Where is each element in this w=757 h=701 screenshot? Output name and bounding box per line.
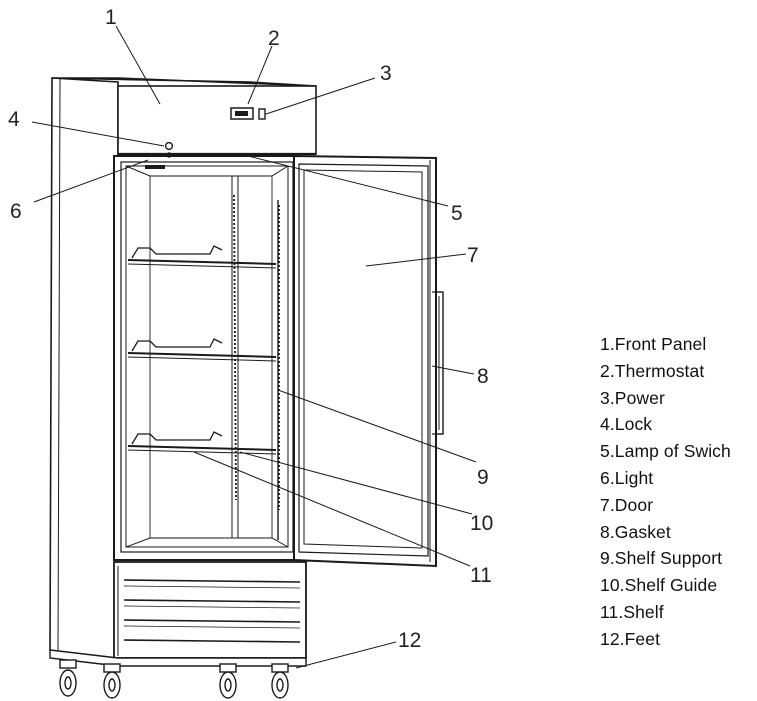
callout-3: 3 <box>380 62 392 85</box>
leader-lines <box>31 25 477 669</box>
legend-item: 7.Door <box>600 494 654 515</box>
legend-item: 2.Thermostat <box>600 360 705 381</box>
callout-5: 5 <box>451 202 463 225</box>
caster-3 <box>219 663 237 699</box>
legend-item: 5.Lamp of Swich <box>600 441 731 462</box>
shelf-top <box>127 245 277 269</box>
callout-7: 7 <box>467 244 479 267</box>
legend-item: 9.Shelf Support <box>600 548 723 569</box>
callout-8: 8 <box>477 365 489 388</box>
caster-4 <box>271 663 289 699</box>
caster-2 <box>103 663 121 699</box>
base-grille <box>49 561 307 667</box>
callout-2: 2 <box>268 27 280 50</box>
callout-numbers: 1 2 3 4 5 6 7 8 9 10 11 12 <box>8 6 493 652</box>
legend-item: 8.Gasket <box>600 521 671 542</box>
callout-1: 1 <box>105 6 117 29</box>
caster-1 <box>59 659 77 697</box>
callout-9: 9 <box>477 466 489 489</box>
cabinet-body <box>49 77 317 666</box>
legend-item: 10.Shelf Guide <box>600 575 718 596</box>
callout-12: 12 <box>398 629 421 652</box>
legend-item: 11.Shelf <box>600 601 664 622</box>
legend-item: 12.Feet <box>600 628 661 649</box>
legend-item: 3.Power <box>600 387 665 408</box>
shelves <box>127 245 277 455</box>
shelf-middle <box>127 338 277 362</box>
shelf-bottom <box>127 431 277 455</box>
callout-6: 6 <box>10 200 22 223</box>
callout-4: 4 <box>8 108 20 131</box>
callout-11: 11 <box>470 564 492 587</box>
feet <box>59 659 289 699</box>
parts-legend: 1.Front Panel 2.Thermostat 3.Power 4.Loc… <box>600 331 731 653</box>
legend-item: 1.Front Panel <box>600 334 707 354</box>
callout-10: 10 <box>470 512 493 535</box>
legend-item: 6.Light <box>600 467 654 488</box>
legend-item: 4.Lock <box>600 414 653 435</box>
door <box>293 154 444 568</box>
